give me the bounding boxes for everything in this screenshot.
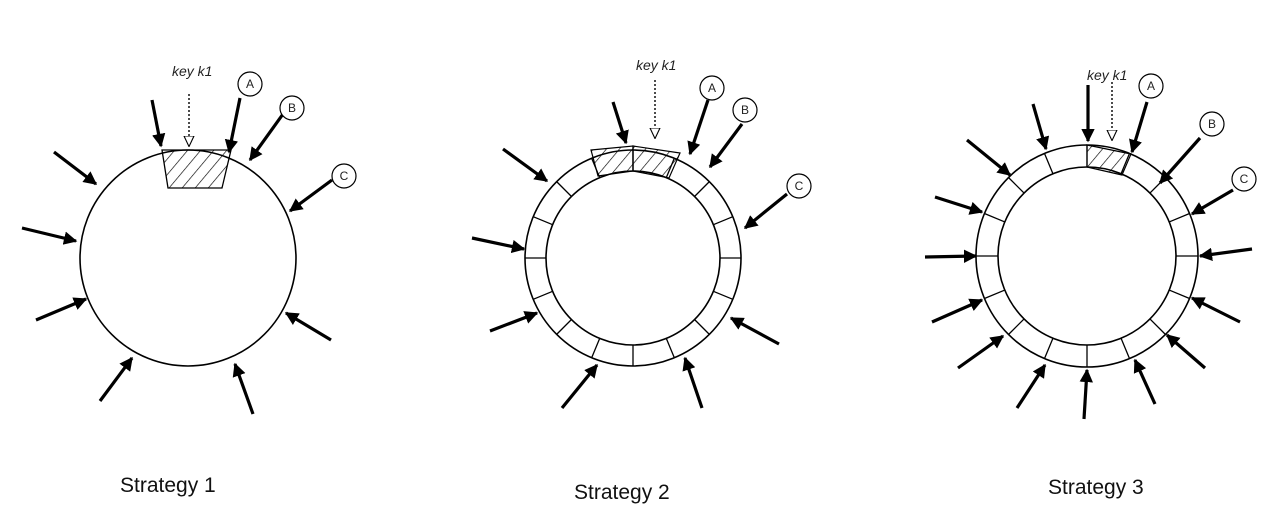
node-arrow: [924, 249, 978, 263]
partition-divider: [1120, 337, 1131, 359]
node-arrow: [232, 362, 255, 415]
partition-divider: [1043, 153, 1054, 175]
marker-c: C: [331, 163, 357, 189]
node-arrow: [98, 356, 134, 402]
caption-strategy-2: Strategy 2: [574, 481, 670, 504]
partition-divider: [532, 290, 553, 300]
node-arrow-c: [1190, 188, 1234, 216]
svg-text:B: B: [288, 101, 296, 115]
node-arrows: [471, 99, 789, 410]
key-label: key k1: [172, 63, 212, 79]
partition-divider: [713, 290, 734, 300]
svg-text:B: B: [741, 103, 749, 117]
marker-b: B: [1199, 111, 1225, 137]
key-range-segment: [632, 145, 681, 179]
partition-divider: [556, 181, 572, 197]
node-arrow: [1031, 103, 1050, 151]
partition-divider: [1043, 337, 1054, 359]
marker-c: C: [1231, 166, 1257, 192]
node-arrow: [35, 297, 88, 322]
svg-text:A: A: [708, 81, 716, 95]
node-arrow: [1133, 358, 1157, 405]
marker-a: A: [237, 71, 263, 97]
node-arrow: [471, 236, 526, 254]
key-label: key k1: [1087, 67, 1127, 83]
partition-divider: [984, 289, 1006, 300]
partition-divider: [1149, 318, 1166, 335]
partition-divider: [1168, 212, 1190, 223]
node-arrow-b: [248, 113, 285, 162]
partition-divider: [1008, 318, 1025, 335]
node-arrow: [284, 311, 332, 342]
node-arrow: [53, 150, 98, 186]
node-arrow: [1079, 368, 1093, 420]
node-arrow-b: [1158, 136, 1202, 185]
node-arrow-c: [288, 178, 333, 213]
hash-ring-inner: [545, 170, 721, 346]
partition-divider: [984, 212, 1006, 223]
node-arrow: [965, 138, 1012, 177]
panel-strategy-1: key k1 A B C: [21, 63, 357, 415]
node-arrow: [957, 334, 1005, 370]
partition-divider: [694, 181, 710, 197]
svg-text:B: B: [1208, 117, 1216, 131]
partition-divider: [591, 338, 601, 359]
node-arrow-c: [743, 192, 789, 230]
node-arrow: [560, 363, 599, 410]
node-arrow: [489, 311, 539, 333]
node-arrow: [150, 99, 166, 148]
node-arrow: [1165, 333, 1207, 370]
panel-strategy-2: key k1 A B C: [471, 57, 812, 410]
node-arrow: [1198, 247, 1253, 262]
caption-strategy-1: Strategy 1: [120, 474, 216, 497]
node-arrow: [1015, 363, 1047, 409]
key-range-segment: [590, 145, 634, 177]
marker-b: B: [732, 97, 758, 123]
node-arrow-a: [224, 97, 242, 154]
key-label: key k1: [636, 57, 676, 73]
partition-divider: [1168, 289, 1190, 300]
key-range-segment: [161, 149, 232, 189]
svg-text:C: C: [1240, 172, 1249, 186]
node-arrow: [729, 316, 780, 346]
node-arrows: [924, 85, 1253, 420]
node-arrow-a: [1129, 101, 1149, 154]
panel-strategy-3: key k1 A B C: [924, 67, 1257, 420]
node-arrow-b: [708, 123, 744, 169]
svg-text:A: A: [246, 77, 254, 91]
node-arrow: [934, 195, 984, 215]
marker-c: C: [786, 173, 812, 199]
key-range-segment: [1086, 144, 1132, 176]
partition-divider: [556, 319, 572, 335]
partition-divider: [665, 338, 675, 359]
partition-divider: [1008, 177, 1025, 194]
caption-strategy-3: Strategy 3: [1048, 476, 1144, 499]
node-arrows: [21, 97, 333, 415]
node-arrow: [1190, 296, 1241, 324]
node-arrow: [931, 298, 984, 324]
marker-b: B: [279, 95, 305, 121]
svg-text:C: C: [795, 179, 804, 193]
node-arrow: [682, 356, 704, 409]
node-arrow: [611, 101, 629, 145]
partition-dividers: [525, 150, 741, 366]
node-arrow-a: [687, 99, 710, 156]
marker-a: A: [699, 75, 725, 101]
partition-divider: [713, 216, 734, 226]
svg-text:A: A: [1147, 79, 1155, 93]
node-arrow: [502, 147, 549, 183]
svg-text:C: C: [340, 169, 349, 183]
partition-divider: [694, 319, 710, 335]
node-arrow: [21, 226, 78, 245]
hash-ring-inner: [997, 166, 1177, 346]
partition-divider: [532, 216, 553, 226]
marker-a: A: [1138, 73, 1164, 99]
